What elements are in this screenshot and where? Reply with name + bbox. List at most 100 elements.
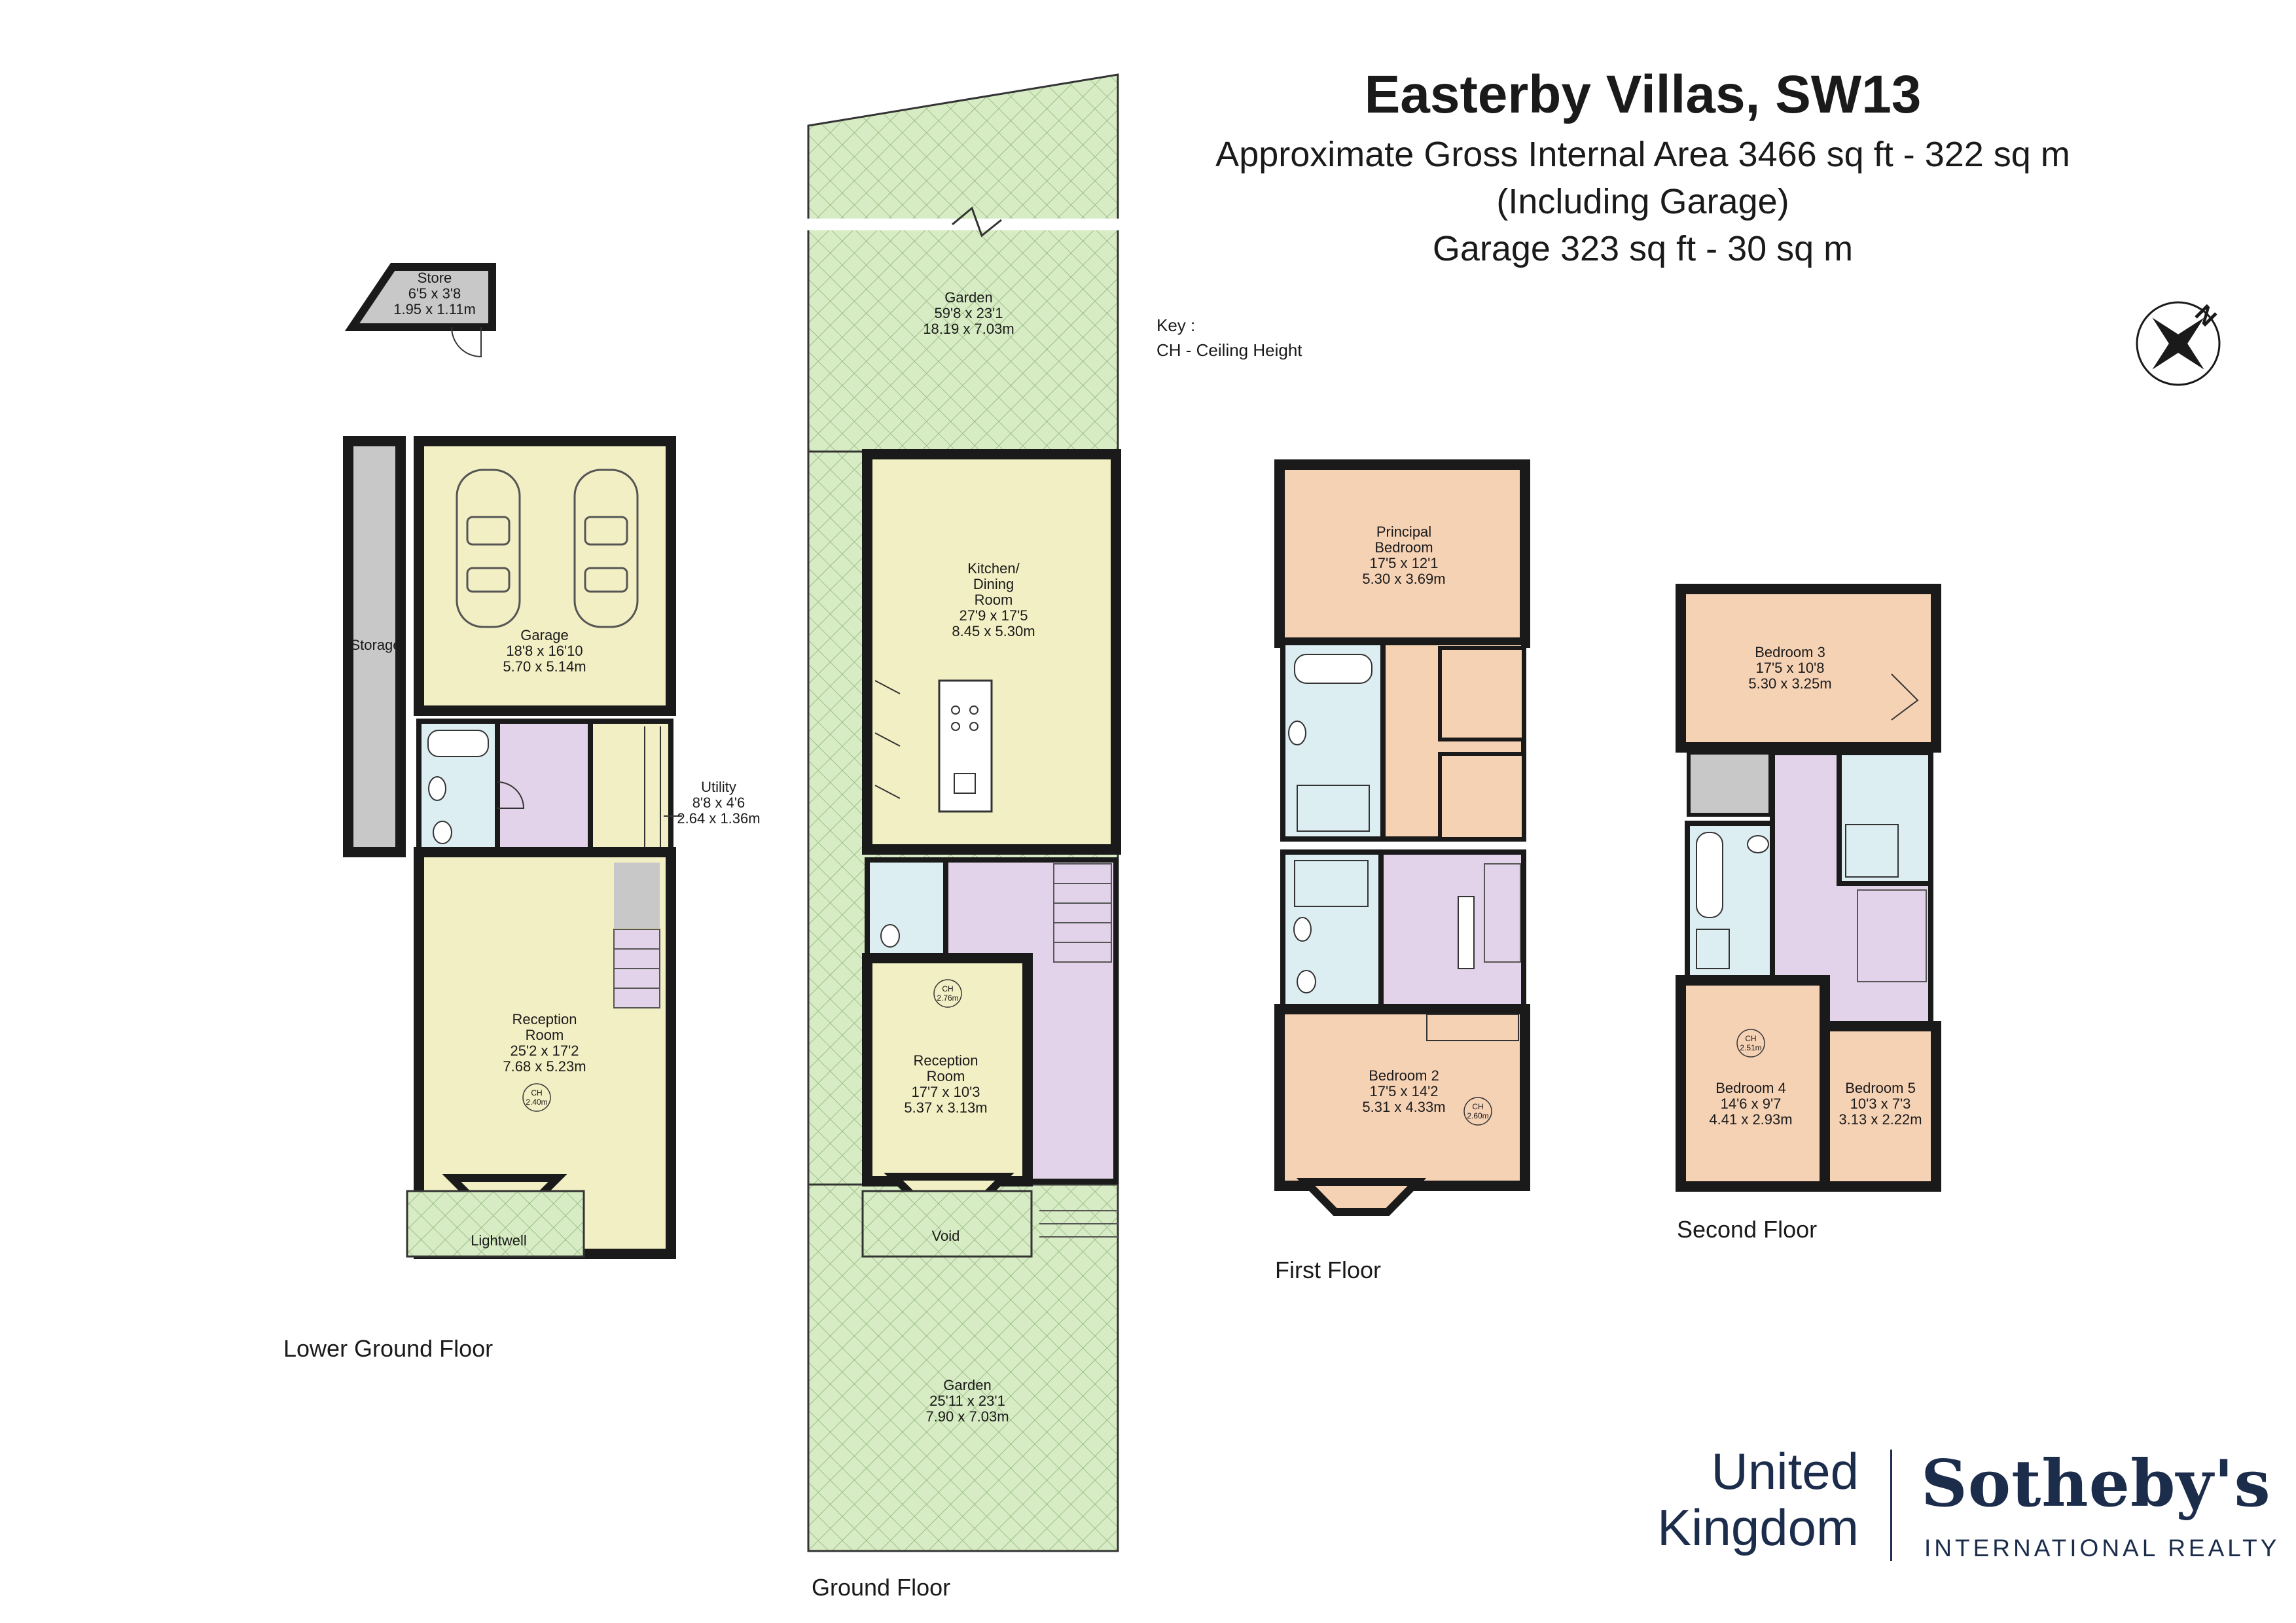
utility-room bbox=[588, 719, 673, 855]
second-ensuite bbox=[1837, 750, 1933, 886]
g-reception-imperial: 17'7 x 10'3 bbox=[911, 1084, 980, 1100]
key-heading: Key : bbox=[1157, 315, 1196, 335]
ch-value: 2.60m bbox=[1467, 1111, 1488, 1120]
floor-label-lower-ground: Lower Ground Floor bbox=[283, 1335, 493, 1362]
ground-wc bbox=[865, 857, 948, 961]
garage-imperial: 18'8 x 16'10 bbox=[506, 643, 583, 659]
kitchen-name2: Dining bbox=[973, 576, 1014, 592]
utility-metric: 2.64 x 1.36m bbox=[677, 810, 760, 827]
ch-label: CH bbox=[942, 984, 953, 993]
front-garden-name: Garden bbox=[943, 1377, 991, 1393]
brand-logo-name: Sotheby's bbox=[1921, 1446, 2271, 1522]
bedroom-4 bbox=[1676, 975, 1830, 1192]
lg-reception-name2: Room bbox=[526, 1027, 564, 1043]
lg-reception-metric: 7.68 x 5.23m bbox=[503, 1058, 586, 1075]
ch-badge-lower-ground: CH 2.40m bbox=[522, 1083, 551, 1112]
ch-label: CH bbox=[1745, 1034, 1756, 1043]
garage-name: Garage bbox=[520, 627, 568, 643]
ch-badge-second: CH 2.51m bbox=[1736, 1029, 1765, 1058]
gross-area-line: Approximate Gross Internal Area 3466 sq … bbox=[1215, 135, 2070, 174]
bedroom-3 bbox=[1676, 584, 1941, 753]
stairs bbox=[1857, 889, 1927, 982]
bedroom5-metric: 3.13 x 2.22m bbox=[1839, 1111, 1922, 1128]
bedroom-5 bbox=[1820, 1021, 1941, 1192]
store-name: Store bbox=[418, 270, 452, 286]
kitchen-imperial: 27'9 x 17'5 bbox=[959, 607, 1028, 624]
principal-imperial: 17'5 x 12'1 bbox=[1369, 555, 1438, 571]
floor-label-second: Second Floor bbox=[1677, 1216, 1818, 1243]
rear-garden bbox=[807, 73, 1119, 453]
store-room bbox=[344, 263, 496, 358]
utility-name: Utility bbox=[701, 779, 736, 795]
lightwell bbox=[406, 1190, 585, 1258]
front-garden-imperial: 25'11 x 23'1 bbox=[929, 1393, 1005, 1409]
kitchen-name1: Kitchen/ bbox=[967, 560, 1020, 577]
garage-room bbox=[414, 436, 676, 716]
principal-metric: 5.30 x 3.69m bbox=[1362, 571, 1445, 587]
compass-rose-icon: N bbox=[2136, 300, 2221, 386]
ch-label: CH bbox=[531, 1088, 542, 1097]
g-reception-name2: Room bbox=[927, 1068, 965, 1084]
ch-label: CH bbox=[1472, 1102, 1483, 1111]
brand-line-1: United bbox=[1711, 1442, 1859, 1500]
legend-key: Key : CH - Ceiling Height bbox=[1157, 313, 1302, 363]
plan-header: Easterby Villas, SW13 Approximate Gross … bbox=[1165, 59, 2121, 272]
store-metric: 1.95 x 1.11m bbox=[393, 301, 476, 317]
principal-name1: Principal bbox=[1376, 524, 1431, 540]
bedroom3-metric: 5.30 x 3.25m bbox=[1748, 675, 1831, 692]
ground-floor-plan bbox=[806, 73, 1121, 1552]
front-garden-metric: 7.90 x 7.03m bbox=[925, 1408, 1009, 1425]
property-title: Easterby Villas, SW13 bbox=[1364, 65, 1922, 124]
rear-garden-name: Garden bbox=[944, 289, 992, 306]
garage-metric: 5.70 x 5.14m bbox=[503, 658, 586, 675]
ch-value: 2.40m bbox=[526, 1097, 547, 1107]
bedroom3-name: Bedroom 3 bbox=[1755, 644, 1825, 660]
car-icon bbox=[456, 469, 639, 628]
brand-divider bbox=[1890, 1450, 1892, 1561]
kitchen-island bbox=[938, 679, 993, 813]
ch-badge-first: CH 2.60m bbox=[1463, 1097, 1492, 1126]
stairs bbox=[1053, 863, 1112, 963]
bedroom4-imperial: 14'6 x 9'7 bbox=[1721, 1096, 1782, 1112]
storage-name: Storage bbox=[350, 637, 401, 653]
bedroom2-metric: 5.31 x 4.33m bbox=[1362, 1099, 1445, 1115]
void-area bbox=[861, 1190, 1033, 1258]
lg-reception-name1: Reception bbox=[512, 1011, 577, 1027]
second-floor-plan bbox=[1676, 584, 1941, 1192]
ch-value: 2.76m bbox=[937, 993, 958, 1003]
kitchen-name3: Room bbox=[975, 592, 1013, 608]
garage-note: (Including Garage) bbox=[1496, 182, 1789, 221]
lower-ground-floor-plan bbox=[343, 263, 682, 1259]
key-ch: CH - Ceiling Height bbox=[1157, 340, 1302, 360]
kitchen-metric: 8.45 x 5.30m bbox=[952, 623, 1035, 639]
ch-badge-ground: CH 2.76m bbox=[933, 979, 962, 1008]
bedroom2-imperial: 17'5 x 14'2 bbox=[1369, 1083, 1438, 1099]
brand-logo-sub: INTERNATIONAL REALTY bbox=[1924, 1535, 2280, 1561]
storage-room bbox=[343, 436, 406, 857]
bedroom4-name: Bedroom 4 bbox=[1715, 1080, 1786, 1096]
utility-imperial: 8'8 x 4'6 bbox=[692, 794, 745, 811]
lightwell-name: Lightwell bbox=[471, 1232, 527, 1249]
garage-area-line: Garage 323 sq ft - 30 sq m bbox=[1432, 229, 1854, 268]
first-floor-plan bbox=[1274, 459, 1530, 1216]
principal-name2: Bedroom bbox=[1374, 539, 1433, 556]
stairs bbox=[1484, 863, 1521, 963]
rear-garden-metric: 18.19 x 7.03m bbox=[923, 321, 1014, 337]
void-name: Void bbox=[932, 1228, 960, 1244]
store-imperial: 6'5 x 3'8 bbox=[408, 285, 461, 302]
brand-region: United Kingdom bbox=[1623, 1443, 1859, 1556]
g-reception-name1: Reception bbox=[913, 1052, 978, 1069]
rear-garden-imperial: 59'8 x 23'1 bbox=[934, 305, 1003, 321]
bedroom3-imperial: 17'5 x 10'8 bbox=[1755, 660, 1824, 676]
lg-reception-imperial: 25'2 x 17'2 bbox=[510, 1043, 579, 1059]
bedroom5-imperial: 10'3 x 7'3 bbox=[1850, 1096, 1911, 1112]
floor-label-first: First Floor bbox=[1275, 1257, 1381, 1283]
ch-value: 2.51m bbox=[1740, 1043, 1761, 1052]
brand-line-2: Kingdom bbox=[1657, 1499, 1859, 1556]
floor-label-ground: Ground Floor bbox=[812, 1574, 951, 1601]
bedroom2-name: Bedroom 2 bbox=[1369, 1067, 1439, 1084]
bedroom4-metric: 4.41 x 2.93m bbox=[1709, 1111, 1792, 1128]
g-reception-metric: 5.37 x 3.13m bbox=[904, 1099, 987, 1116]
bedroom5-name: Bedroom 5 bbox=[1845, 1080, 1916, 1096]
